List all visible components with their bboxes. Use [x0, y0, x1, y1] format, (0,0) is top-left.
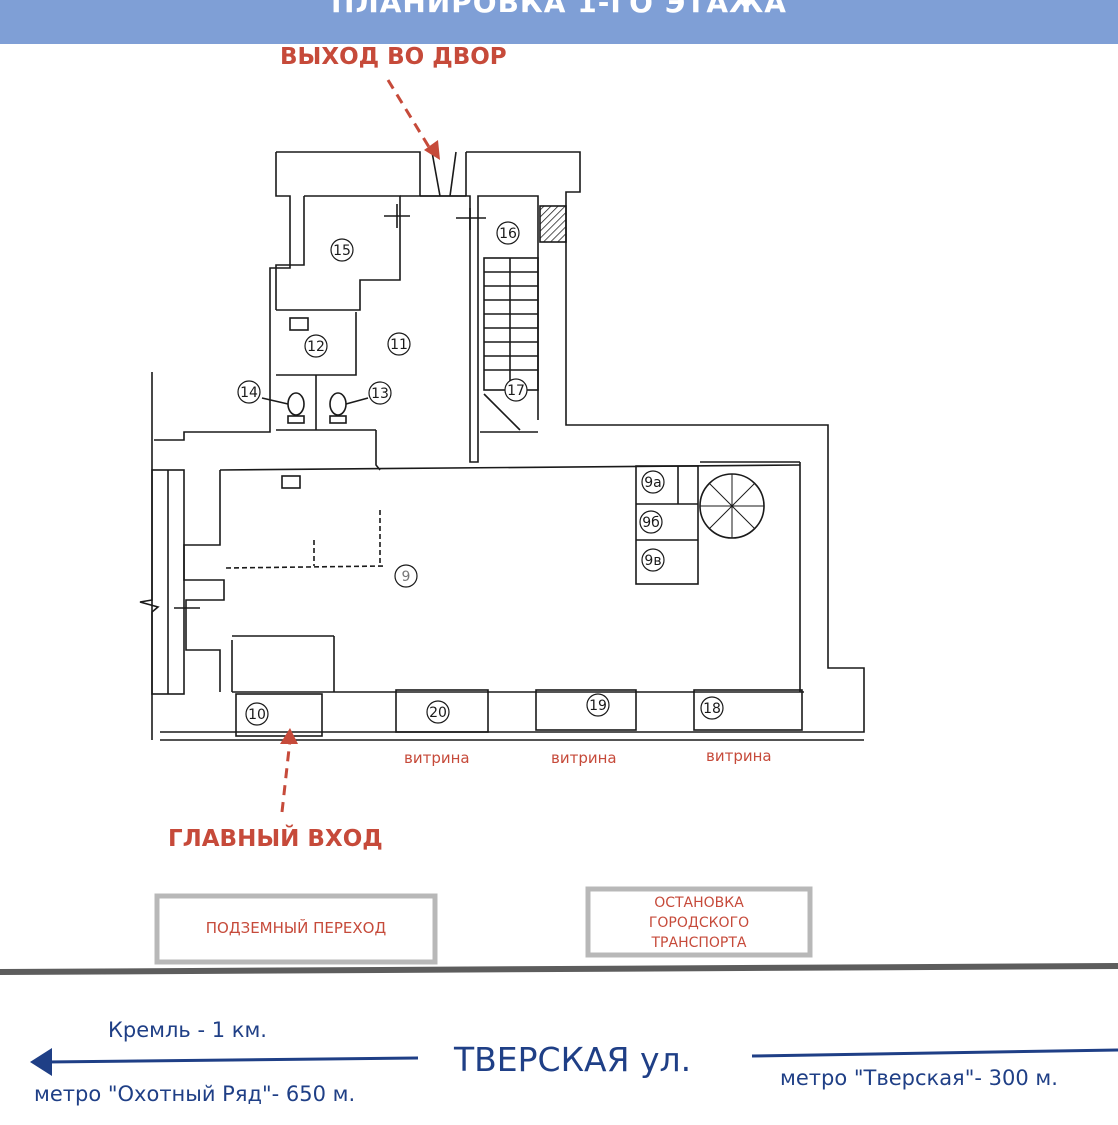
room-15-label: 15 — [333, 243, 351, 259]
room-13-label: 13 — [371, 386, 389, 402]
tverskaya-distance: метро "Тверская"- 300 м. — [780, 1066, 1058, 1090]
okhotny-ryad-distance: метро "Охотный Ряд"- 650 м. — [34, 1082, 356, 1106]
vitrina-1-label: витрина — [404, 749, 470, 767]
left-arrow-icon — [30, 1048, 52, 1076]
bus-stop-line-3: ТРАНСПОРТА — [651, 935, 747, 951]
room-14-label: 14 — [240, 385, 258, 401]
room-9v-label: 9в — [644, 553, 661, 569]
room-18-label: 18 — [703, 701, 721, 717]
right-direction-line — [751, 1048, 1118, 1058]
room-12-label: 12 — [307, 339, 325, 355]
bus-stop-label: ОСТАНОВКА ГОРОДСКОГО ТРАНСПОРТА — [590, 893, 808, 953]
bus-stop-line-1: ОСТАНОВКА — [654, 895, 744, 911]
room-17-label: 17 — [507, 383, 525, 399]
kremlin-distance: Кремль - 1 км. — [108, 1018, 267, 1042]
vitrina-2-label: витрина — [551, 749, 617, 767]
plan-walls — [139, 151, 865, 741]
room-11-label: 11 — [390, 337, 408, 353]
room-19-label: 19 — [589, 698, 607, 714]
main-entrance-arrow — [280, 739, 292, 813]
main-entrance-label: ГЛАВНЫЙ ВХОД — [168, 826, 383, 852]
yard-exit-arrow — [386, 79, 434, 153]
bus-stop-box — [585, 886, 813, 958]
yard-exit-arrowhead — [424, 140, 440, 160]
yard-exit-label: ВЫХОД ВО ДВОР — [280, 44, 507, 70]
room-9-label: 9 — [402, 569, 411, 585]
underground-passage-label: ПОДЗЕМНЫЙ ПЕРЕХОД — [205, 919, 387, 937]
main-entrance-arrowhead — [280, 728, 298, 744]
room-markers — [237, 221, 724, 726]
left-direction-line — [45, 1056, 419, 1064]
underground-passage-box — [154, 893, 438, 965]
room-10-label: 10 — [248, 707, 266, 723]
room-16-label: 16 — [499, 226, 517, 242]
room-9a-label: 9а — [644, 475, 662, 491]
bus-stop-line-2: ГОРОДСКОГО — [648, 915, 750, 931]
room-9b-label: 9б — [642, 515, 660, 531]
room-20-label: 20 — [429, 705, 447, 721]
street-name: ТВЕРСКАЯ ул. — [454, 1040, 692, 1079]
page-title: ПЛАНИРОВКА 1-ГО ЭТАЖА — [331, 0, 787, 19]
header-banner: ПЛАНИРОВКА 1-ГО ЭТАЖА — [0, 0, 1118, 44]
vitrina-3-label: витрина — [706, 747, 772, 765]
street-edge-line — [0, 963, 1118, 975]
